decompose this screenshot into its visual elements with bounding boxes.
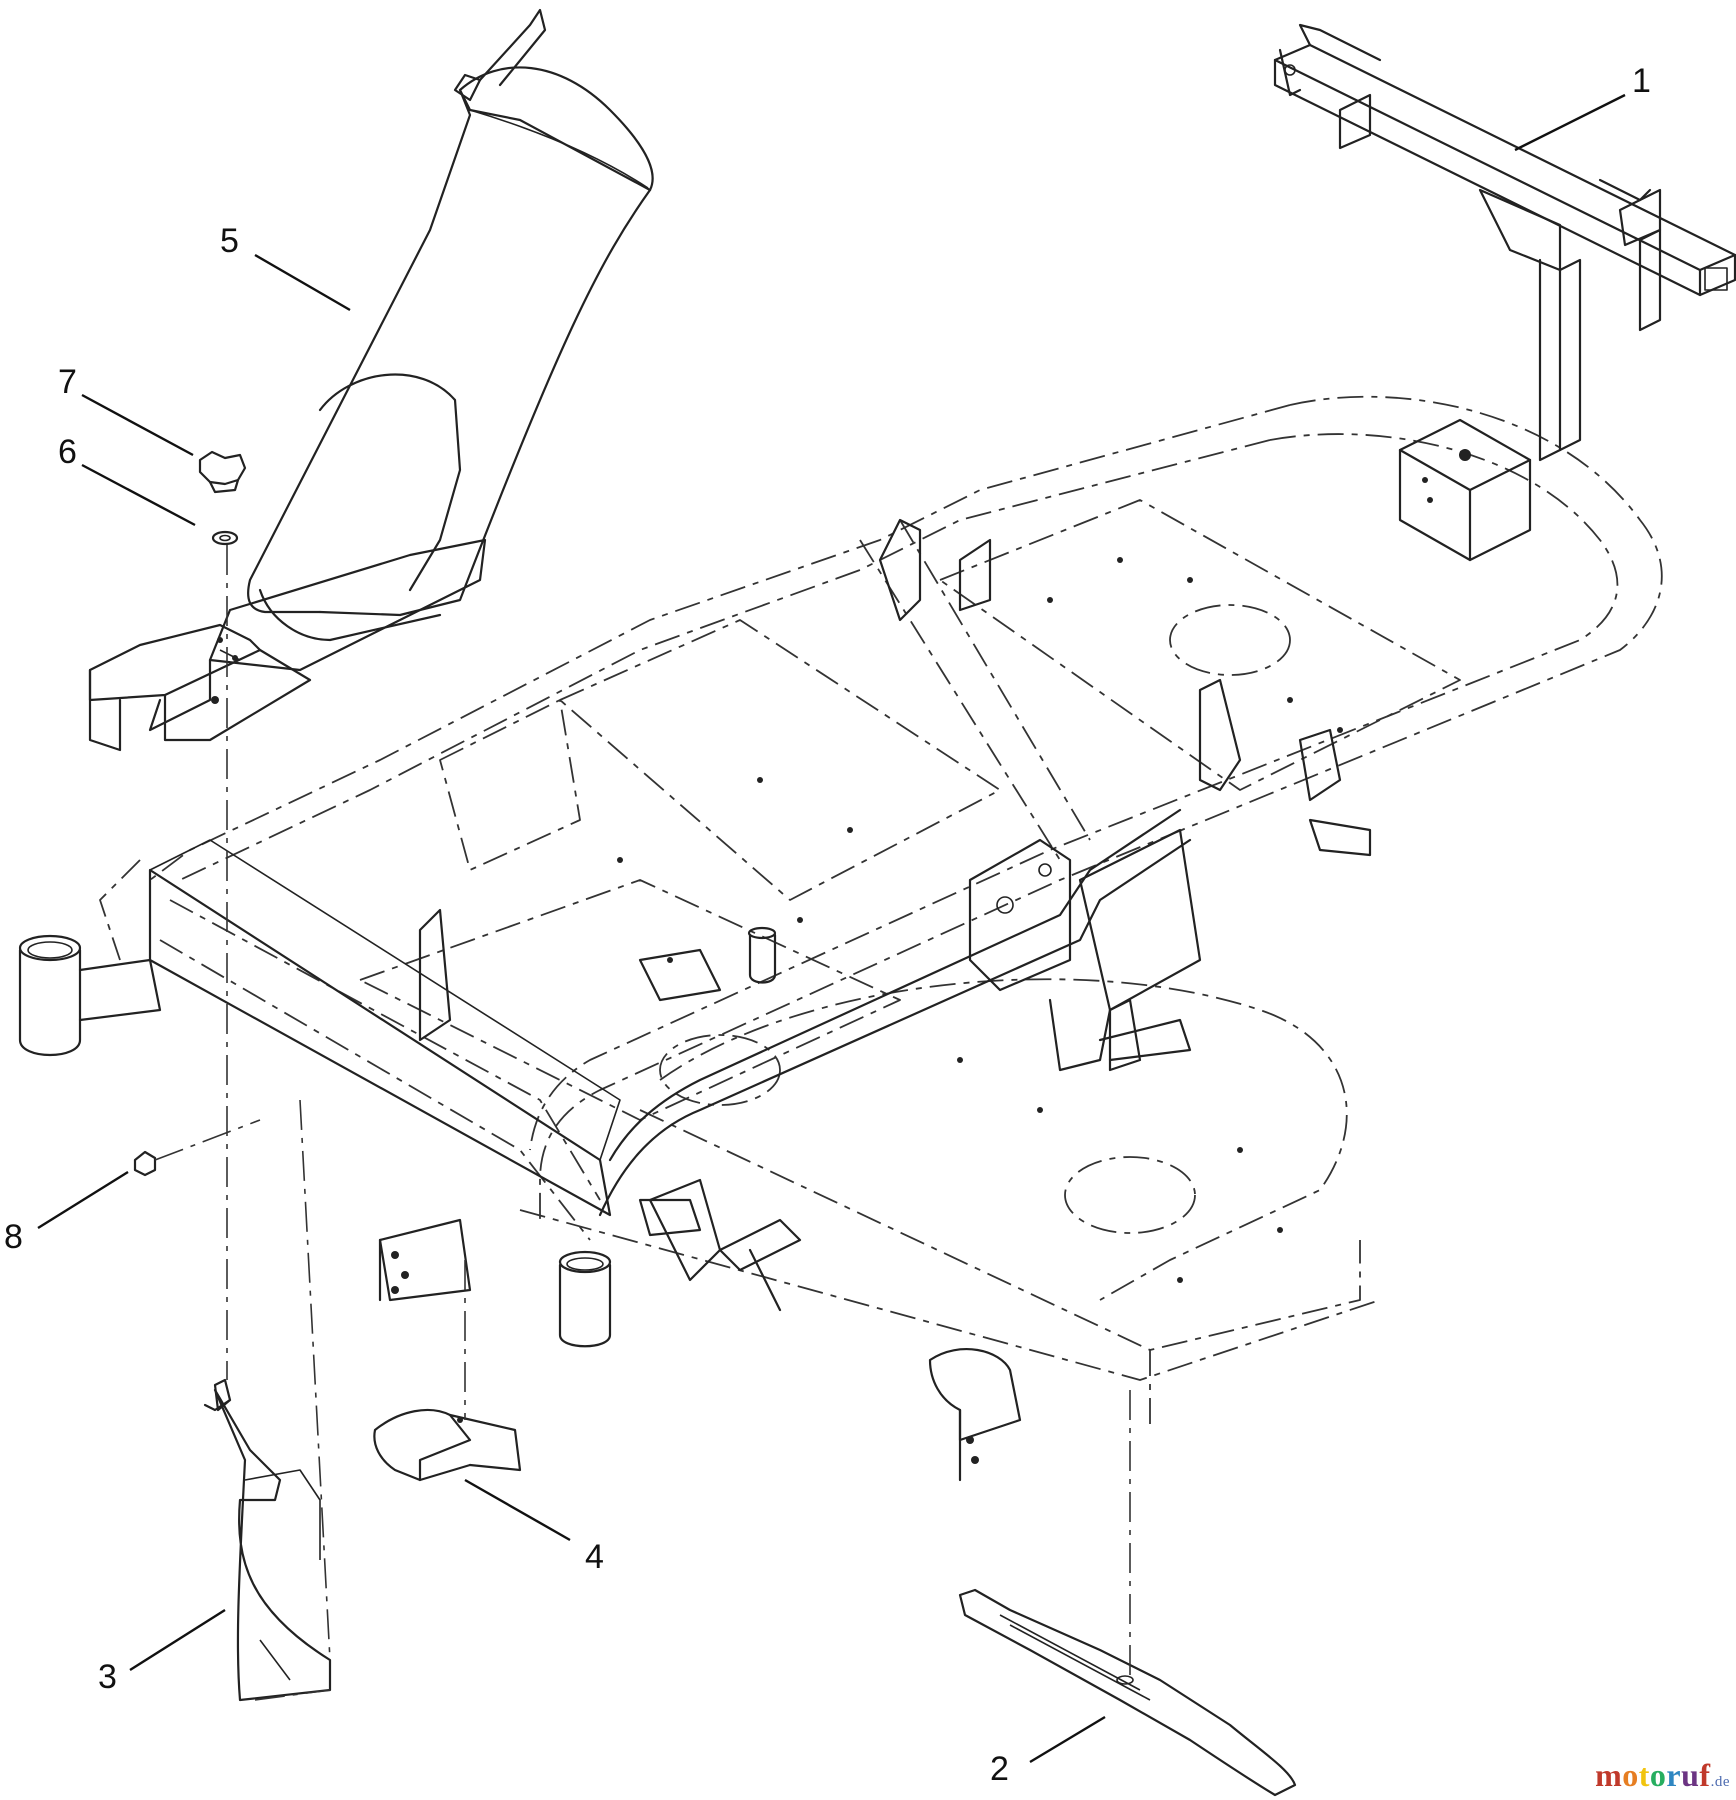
callout-6: 6 bbox=[58, 433, 77, 471]
rear-mount-bracket bbox=[1398, 418, 1532, 562]
leader-4 bbox=[464, 1478, 571, 1542]
leader-2 bbox=[1029, 1715, 1106, 1764]
callout-leaders bbox=[37, 93, 1626, 1764]
callout-5: 5 bbox=[220, 222, 239, 260]
leader-1 bbox=[1514, 93, 1626, 152]
callout-4: 4 bbox=[585, 1538, 604, 1576]
watermark-letter: r bbox=[1666, 1757, 1682, 1793]
frame-tubes bbox=[18, 518, 1372, 1482]
callout-1: 1 bbox=[1632, 62, 1651, 100]
watermark-letter: t bbox=[1638, 1757, 1650, 1793]
part-5-discharge-chute bbox=[148, 8, 654, 732]
assembly-lines bbox=[154, 545, 1131, 1701]
watermark-letter: m bbox=[1595, 1757, 1623, 1793]
part-7-knob bbox=[198, 450, 247, 494]
part-1-rear-bar bbox=[1273, 23, 1736, 462]
leader-8 bbox=[37, 1170, 129, 1230]
watermark-letter: o bbox=[1649, 1757, 1667, 1793]
part-8-nut bbox=[133, 1150, 157, 1177]
chute-mount-bracket bbox=[88, 623, 312, 752]
watermark-letter: o bbox=[1622, 1757, 1639, 1793]
callout-numbers: 1 2 3 4 5 6 7 8 bbox=[4, 62, 1651, 1788]
callout-8: 8 bbox=[4, 1218, 23, 1256]
mower-deck bbox=[359, 499, 1461, 1430]
watermark-letter: f bbox=[1699, 1757, 1711, 1793]
leader-6 bbox=[81, 463, 196, 527]
watermark-logo: motoruf.de bbox=[1595, 1757, 1730, 1794]
part-3-deflector bbox=[203, 1378, 332, 1702]
callout-2: 2 bbox=[990, 1750, 1009, 1788]
watermark-text: motoruf bbox=[1595, 1757, 1710, 1793]
leader-7 bbox=[81, 393, 194, 457]
watermark-letter: u bbox=[1681, 1757, 1700, 1793]
part-6-washer bbox=[211, 530, 239, 546]
part-2-blade bbox=[958, 1588, 1297, 1797]
callout-7: 7 bbox=[58, 363, 77, 401]
callout-3: 3 bbox=[98, 1658, 117, 1696]
part-4-baffle bbox=[373, 1408, 522, 1482]
leader-5 bbox=[254, 253, 351, 312]
leader-3 bbox=[129, 1608, 226, 1672]
watermark-tld: .de bbox=[1710, 1774, 1730, 1790]
mower-frame bbox=[99, 395, 1663, 1241]
